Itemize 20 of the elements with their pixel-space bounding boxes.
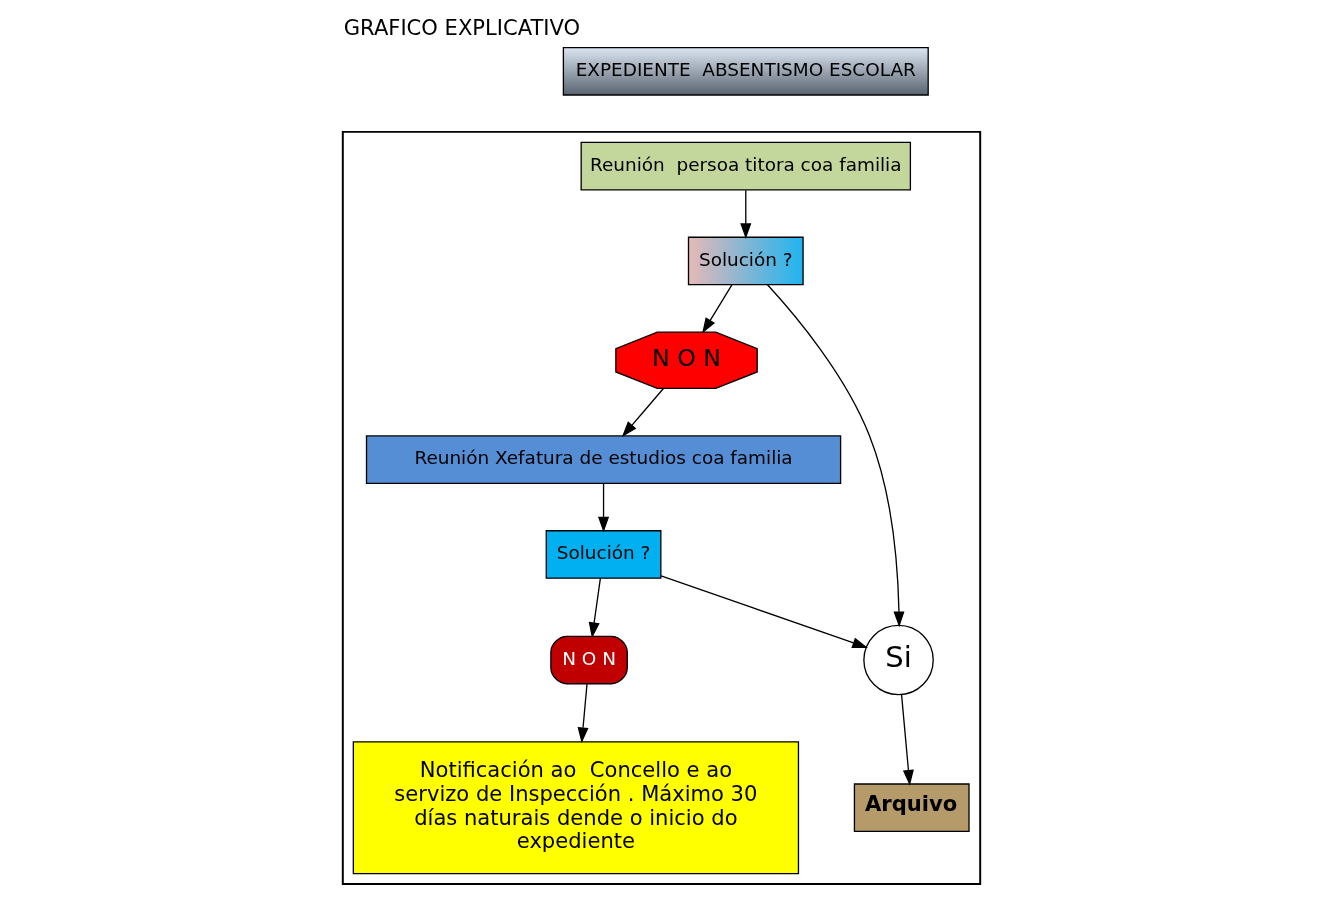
- node-box: Solución ?: [545, 530, 662, 579]
- arrow: [588, 577, 601, 639]
- node-box: Arquivo: [853, 783, 970, 833]
- node-box: Reunión persoa titora coa familia: [580, 141, 912, 191]
- arrow: [621, 387, 665, 437]
- cluster: [341, 130, 982, 886]
- arrow: [598, 483, 610, 533]
- node-box: Solución ?: [687, 236, 804, 286]
- node-circle: Si: [863, 624, 934, 696]
- arrow: [766, 284, 905, 628]
- arrow: [577, 683, 589, 744]
- arrow: [702, 284, 733, 334]
- node-box: EXPEDIENTE ABSENTISMO ESCOLAR: [562, 46, 929, 96]
- arrow: [660, 575, 869, 649]
- node-box: Notificación ao Concello e ao servizo de Inspección . Máximo 30 días naturais dende o inicio do expediente: [352, 741, 800, 875]
- arrow: [900, 693, 914, 786]
- node-box: Reunión Xefatura de estudios coa familia: [365, 435, 842, 484]
- diagram-title: GRAFICO EXPLICATIVO: [343, 15, 581, 41]
- node-box: N O N: [550, 635, 628, 685]
- arrow: [740, 189, 752, 240]
